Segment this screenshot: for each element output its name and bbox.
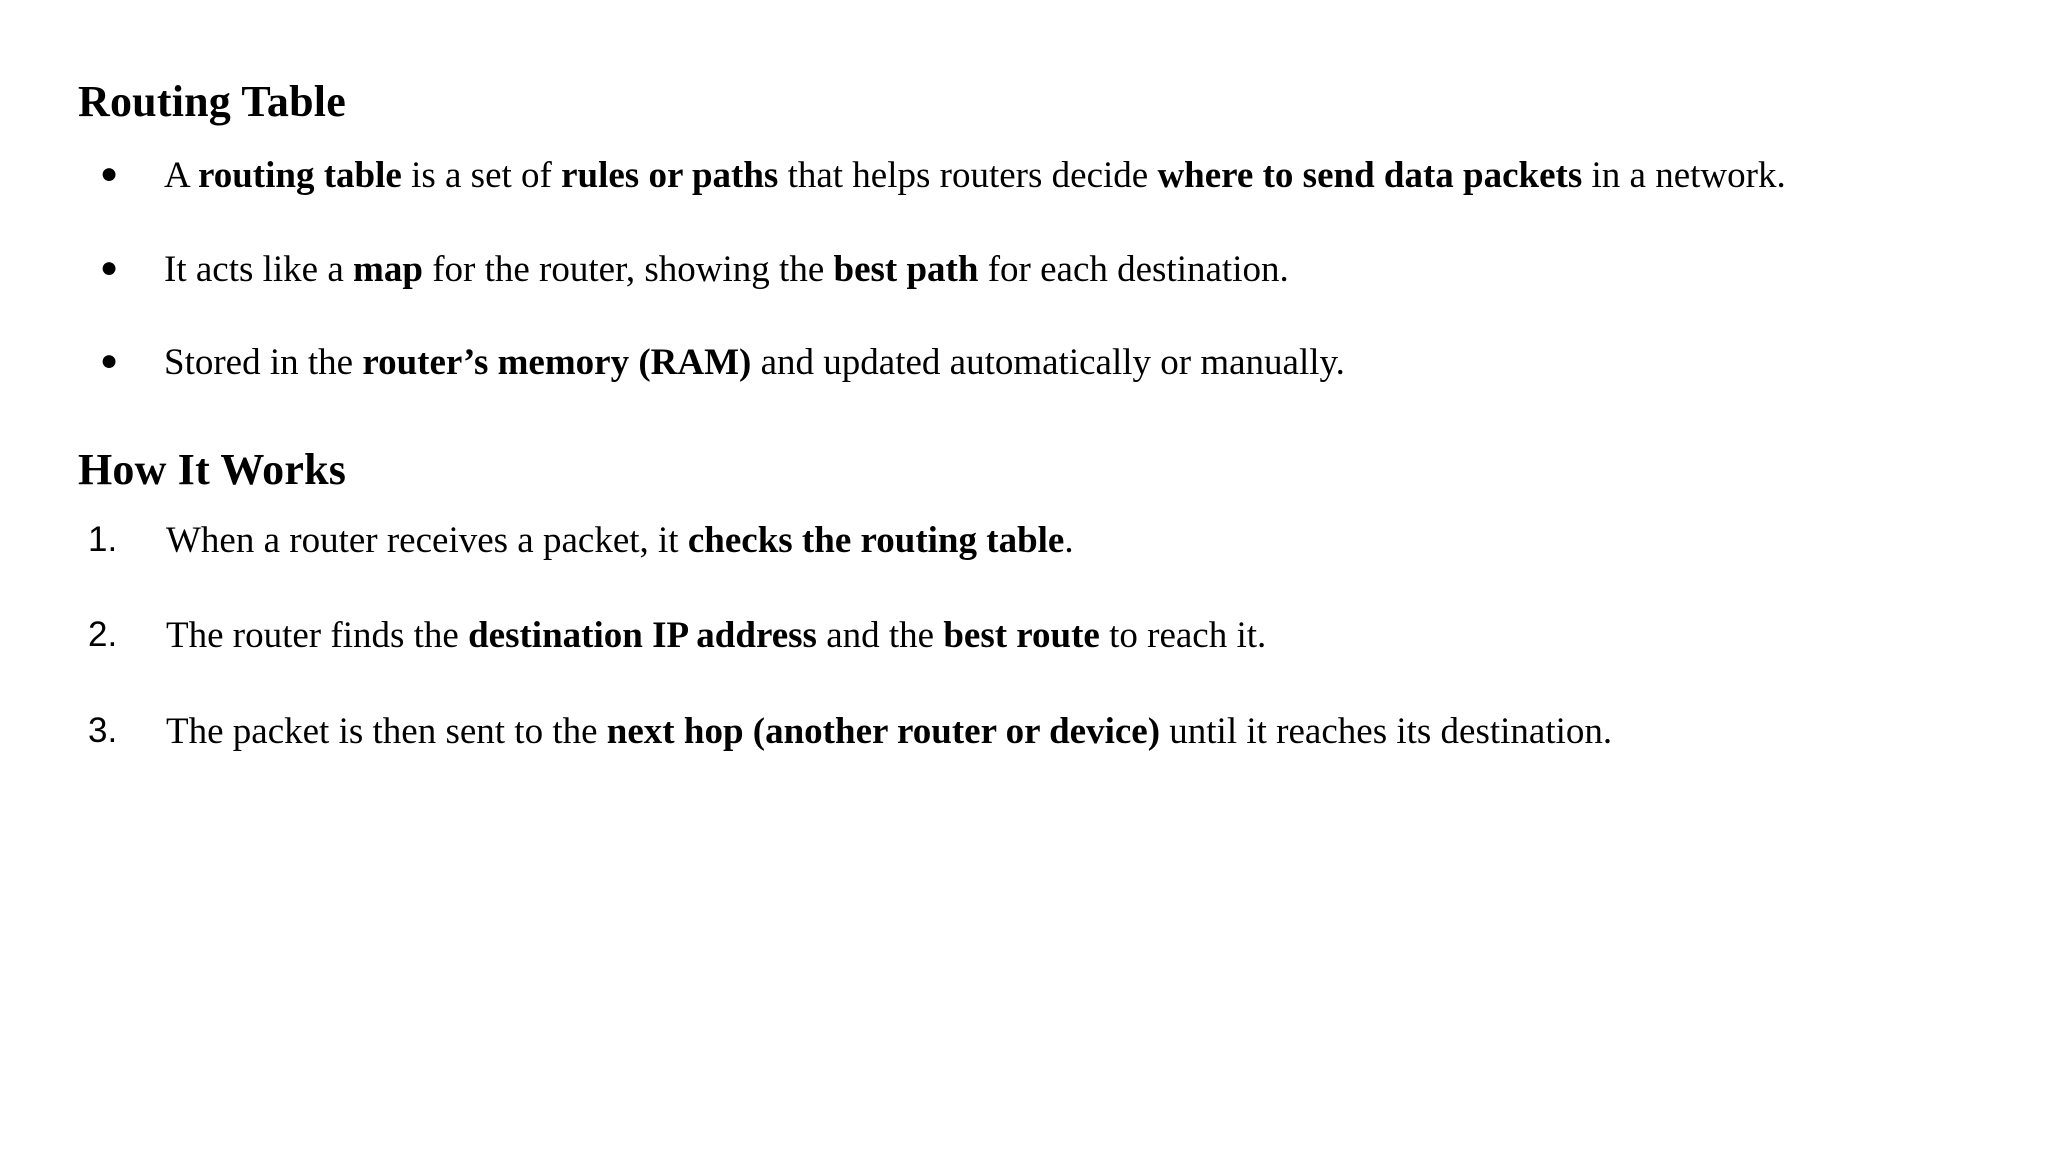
- list-item: 3. The packet is then sent to the next h…: [78, 708, 1978, 755]
- bullet-icon: ●: [100, 250, 119, 284]
- list-item-text: It acts like a map for the router, showi…: [164, 248, 1289, 290]
- list-number: 3.: [88, 710, 118, 750]
- list-item: ● Stored in the router’s memory (RAM) an…: [78, 339, 1978, 386]
- list-item-text: The router finds the destination IP addr…: [166, 615, 1267, 657]
- list-item-text: A routing table is a set of rules or pat…: [164, 155, 1786, 197]
- bullet-icon: ●: [100, 344, 119, 378]
- list-item-text: When a router receives a packet, it chec…: [166, 519, 1074, 561]
- list-item: 1. When a router receives a packet, it c…: [78, 517, 1978, 564]
- list-number: 2.: [88, 615, 118, 655]
- list-item: ● It acts like a map for the router, sho…: [78, 246, 1978, 293]
- list-item: ● A routing table is a set of rules or p…: [78, 152, 1978, 199]
- list-number: 1.: [88, 519, 118, 559]
- bullet-icon: ●: [100, 157, 119, 191]
- section-spacer: [78, 386, 1978, 446]
- list-item: 2. The router finds the destination IP a…: [78, 612, 1978, 659]
- list-item-text: The packet is then sent to the next hop …: [166, 710, 1613, 752]
- how-it-works-numbered-list: 1. When a router receives a packet, it c…: [78, 517, 1978, 755]
- section-heading-how-it-works: How It Works: [78, 445, 347, 495]
- list-item-text: Stored in the router’s memory (RAM) and …: [164, 342, 1345, 384]
- routing-table-bullet-list: ● A routing table is a set of rules or p…: [78, 152, 1978, 386]
- page-title: Routing Table: [78, 77, 346, 126]
